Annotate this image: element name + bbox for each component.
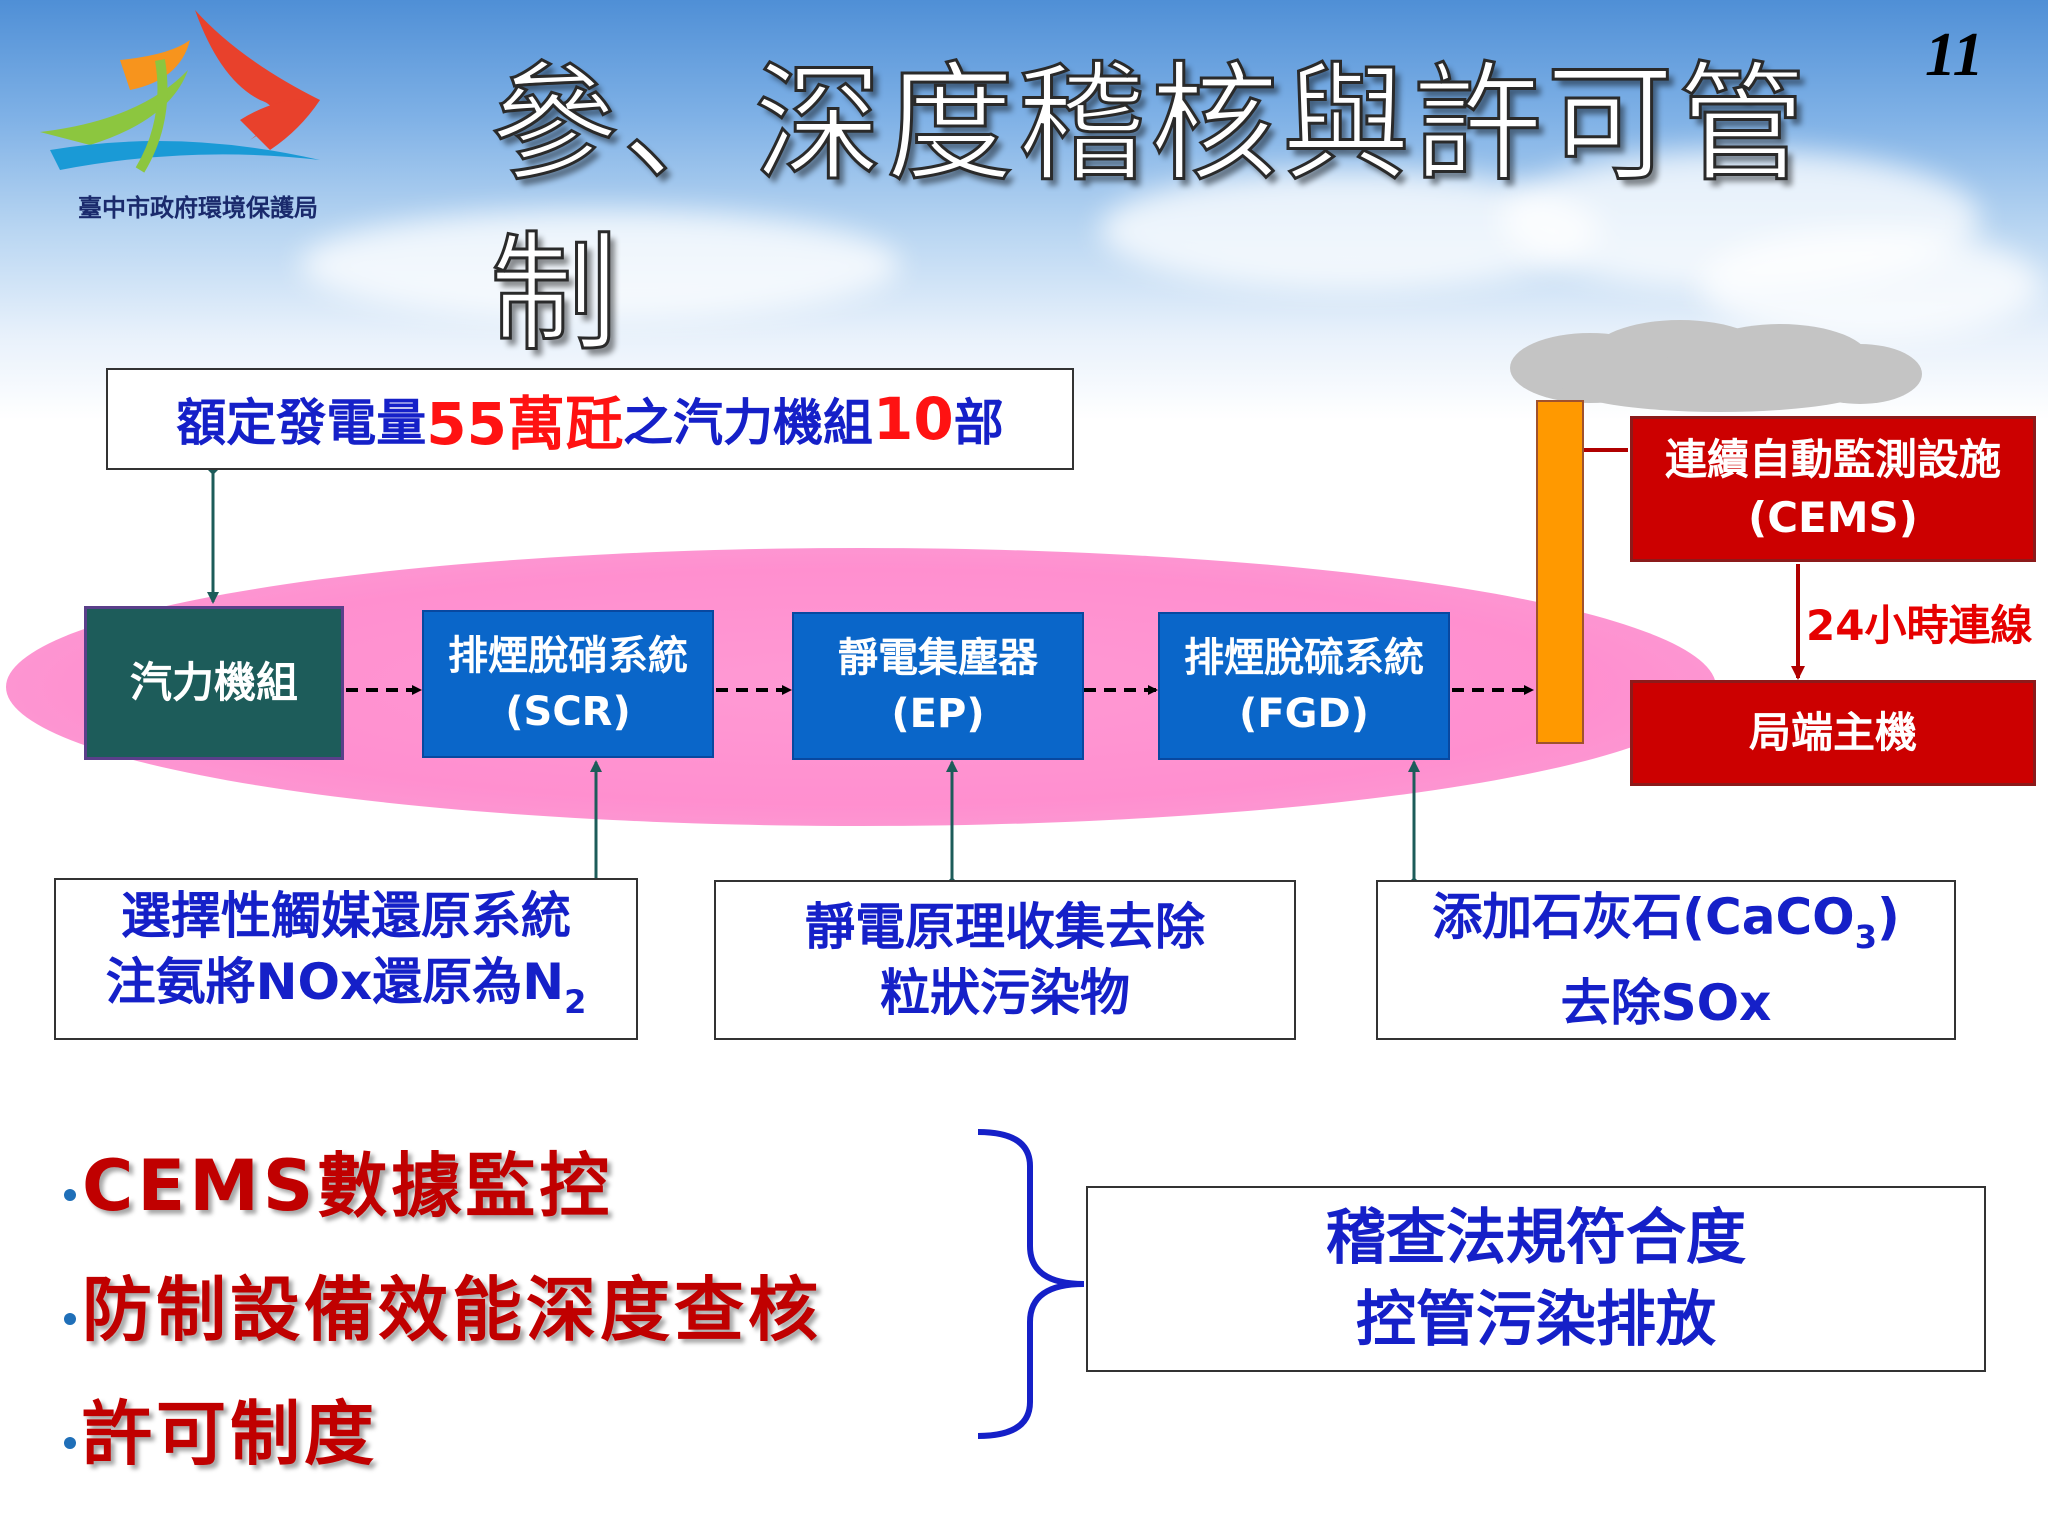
fgd-abbrev: (FGD) [1239, 691, 1369, 737]
scr-label: 排煙脫硝系統 [448, 633, 688, 679]
scr-abbrev: (SCR) [505, 689, 631, 735]
boiler-unit: 汽力機組 [84, 606, 344, 760]
bullet-item: 防制設備效能深度查核 [64, 1242, 822, 1366]
page-title: 參、深度稽核與許可管制 [489, 49, 1811, 371]
subscript: 3 [1854, 918, 1877, 956]
bullet-text: CEMS數據監控 [82, 1144, 614, 1227]
ep-unit: 靜電集塵器 (EP) [792, 612, 1084, 760]
right-brace-icon [977, 1129, 1085, 1439]
cloud [1700, 230, 2040, 340]
bullet-text: 許可制度 [82, 1392, 378, 1475]
boiler-label: 汽力機組 [129, 658, 298, 707]
host-label: 局端主機 [1748, 708, 1917, 757]
scr-desc-line1: 選擇性觸媒還原系統 [121, 887, 571, 945]
cems-box: 連續自動監測設施 (CEMS) [1630, 416, 2036, 562]
outcome-line2: 控管污染排放 [1356, 1285, 1716, 1355]
ep-label: 靜電集塵器 [838, 635, 1038, 681]
cems-abbrev: (CEMS) [1748, 493, 1918, 542]
bullet-dot-icon [64, 1437, 76, 1449]
bullet-item: 許可制度 [64, 1366, 822, 1490]
fgd-desc-line1-close: ) [1876, 888, 1900, 946]
fgd-desc-line1-text: 添加石灰石(CaCO [1432, 888, 1855, 946]
epb-logo [40, 10, 320, 173]
ep-desc-line1: 靜電原理收集去除 [805, 898, 1205, 956]
ep-description: 靜電原理收集去除 粒狀污染物 [714, 880, 1296, 1040]
bullet-list: CEMS數據監控 防制設備效能深度查核 許可制度 [64, 1118, 822, 1490]
org-name: 臺中市政府環境保護局 [78, 194, 318, 222]
cems-label: 連續自動監測設施 [1664, 435, 2001, 484]
fgd-unit: 排煙脫硫系統 (FGD) [1158, 612, 1450, 760]
bullet-dot-icon [64, 1189, 76, 1201]
unit-count: 10 [873, 385, 954, 453]
bullet-text: 防制設備效能深度查核 [82, 1268, 822, 1351]
scr-description: 選擇性觸媒還原系統 注氨將NOx還原為N2 [54, 878, 638, 1040]
fgd-description: 添加石灰石(CaCO3) 去除SOx [1376, 880, 1956, 1040]
connection-label: 24小時連線 [1806, 601, 2033, 650]
fgd-label: 排煙脫硫系統 [1184, 635, 1424, 681]
subscript: 2 [564, 983, 587, 1021]
scr-desc-line2-text: 注氨將NOx還原為N [105, 953, 565, 1011]
capacity-label-unit: 之汽力機組 [623, 394, 873, 452]
fgd-desc-line1: 添加石灰石(CaCO3) [1432, 884, 1900, 970]
bullet-item: CEMS數據監控 [64, 1118, 822, 1242]
smoke-cloud-icon [1510, 320, 1922, 412]
scr-desc-line2: 注氨將NOx還原為N2 [106, 949, 587, 1035]
page-number: 11 [1925, 21, 1984, 89]
capacity-amount: 55萬瓩 [426, 390, 623, 458]
host-box: 局端主機 [1630, 680, 2036, 786]
capacity-label: 額定發電量 [176, 394, 427, 452]
bullet-dot-icon [64, 1313, 76, 1325]
ep-abbrev: (EP) [891, 691, 985, 737]
outcome-box: 稽查法規符合度 控管污染排放 [1086, 1186, 1986, 1372]
capacity-label-suffix: 部 [953, 394, 1004, 452]
chimney-stack [1536, 400, 1584, 744]
fgd-desc-line2: 去除SOx [1560, 974, 1772, 1032]
outcome-line1: 稽查法規符合度 [1326, 1203, 1746, 1273]
cloud [300, 210, 900, 320]
scr-unit: 排煙脫硝系統 (SCR) [422, 610, 714, 758]
ep-desc-line2: 粒狀污染物 [880, 964, 1130, 1022]
